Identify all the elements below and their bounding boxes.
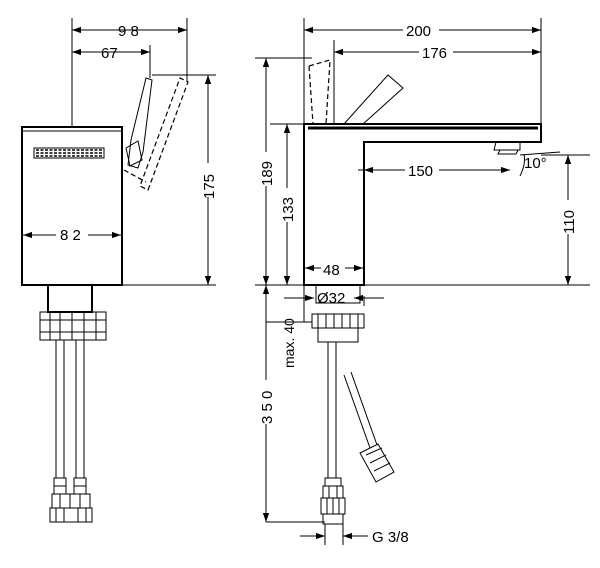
- front-lever: [308, 59, 404, 125]
- dim-front-hole-diameter: Ø32: [317, 290, 345, 307]
- side-hoses: [49, 340, 93, 523]
- dim-side-lever-offset: 67: [101, 45, 118, 62]
- front-view: 200 176 150 10° 189 133 110 48 Ø32 max.: [255, 18, 590, 546]
- side-view: 9 8 67 8 2 175: [21, 18, 218, 523]
- dim-side-height: 175: [201, 174, 218, 199]
- dim-front-total-length: 200: [406, 23, 431, 40]
- side-lever: [123, 77, 189, 191]
- dim-front-hose-length: 3 5 0: [259, 391, 276, 424]
- dim-front-body-height: 133: [280, 197, 297, 222]
- dim-front-lever-reach: 176: [422, 45, 447, 62]
- front-hoses: [320, 342, 395, 525]
- dim-front-connection: G 3/8: [372, 529, 409, 546]
- dim-front-max-deck: max. 40: [281, 318, 297, 368]
- dim-front-base-width: 48: [323, 262, 340, 279]
- dim-front-spout-reach: 150: [408, 163, 433, 180]
- dim-side-body-width: 8 2: [60, 227, 81, 244]
- dim-front-spout-height: 110: [561, 210, 578, 234]
- dim-front-overall-height: 189: [259, 161, 276, 186]
- dim-side-width-top: 9 8: [118, 23, 139, 40]
- side-aerator: [33, 147, 105, 159]
- side-mounting-nut: [39, 311, 107, 341]
- dim-front-spout-angle: 10°: [524, 155, 547, 172]
- front-mounting-nut: [311, 313, 365, 343]
